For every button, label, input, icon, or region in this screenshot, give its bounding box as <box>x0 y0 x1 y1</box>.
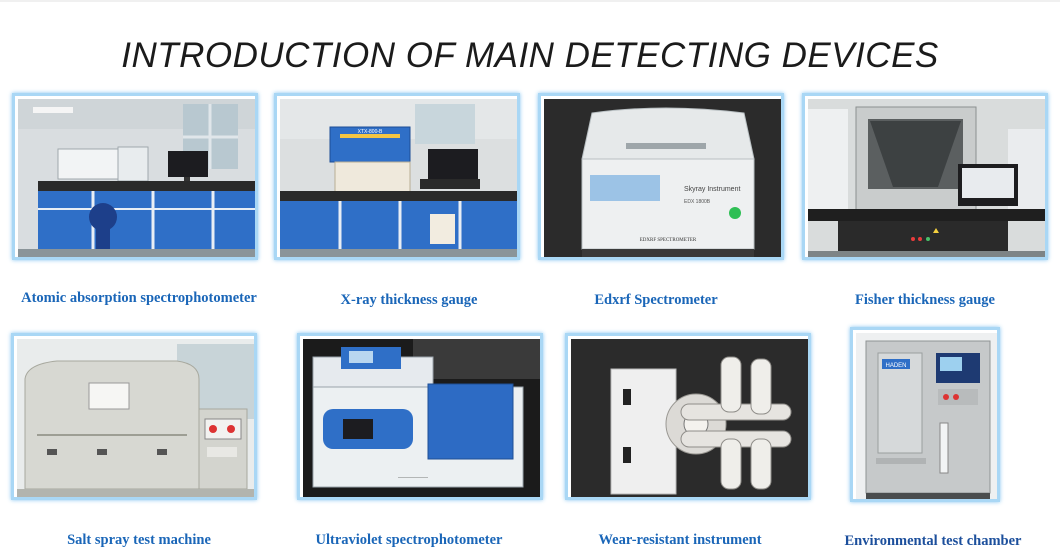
top-divider <box>0 0 1060 2</box>
front-label: EDXRF SPECTROMETER <box>640 238 697 243</box>
device-card-uv-spectro: —————— Ultraviolet spectrophotometer <box>270 330 548 557</box>
device-photo-frame <box>802 93 1048 260</box>
device-card-fisher: Fisher thickness gauge <box>790 90 1060 320</box>
device-card-salt-spray: Salt spray test machine <box>0 330 278 557</box>
wear-resistant-photo <box>571 339 808 497</box>
device-caption: Ultraviolet spectrophotometer <box>315 532 503 548</box>
device-caption: Atomic absorption spectrophotometer <box>21 290 257 306</box>
device-caption: X-ray thickness gauge <box>340 292 478 308</box>
environmental-chamber-photo: HADEN <box>856 333 997 499</box>
device-caption: Environmental test chamber <box>844 533 1022 549</box>
atomic-absorption-photo <box>18 99 255 257</box>
device-caption: Wear-resistant instrument <box>598 532 762 548</box>
device-photo-frame <box>12 93 258 260</box>
fisher-thickness-photo <box>808 99 1045 257</box>
uv-spectrophotometer-photo: —————— <box>303 339 540 497</box>
model-label: EDX 1800B <box>684 199 711 205</box>
device-card-edxrf: Skyray Instrument EDX 1800B EDXRF SPECTR… <box>528 90 784 320</box>
device-card-environmental: HADEN Environmental test chamber <box>806 327 1060 557</box>
salt-spray-photo <box>17 339 254 497</box>
brand-label: Skyray Instrument <box>684 186 740 193</box>
device-photo-frame: HADEN <box>850 327 1000 502</box>
device-photo-frame <box>11 333 257 500</box>
panel-label: XTX-800-B <box>358 129 383 135</box>
device-caption: Fisher thickness gauge <box>855 292 995 308</box>
edxrf-spectrometer-photo: Skyray Instrument EDX 1800B EDXRF SPECTR… <box>544 99 781 257</box>
svg-text:——————: —————— <box>398 475 428 481</box>
device-card-xray-thickness: XTX-800-B X-ray thickness gauge <box>270 90 548 320</box>
device-photo-frame: XTX-800-B <box>274 93 520 260</box>
device-caption: Salt spray test machine <box>67 532 211 548</box>
xray-thickness-photo: XTX-800-B <box>280 99 517 257</box>
device-photo-frame: Skyray Instrument EDX 1800B EDXRF SPECTR… <box>538 93 784 260</box>
chamber-brand-label: HADEN <box>885 363 906 369</box>
device-card-atomic-absorption: Atomic absorption spectrophotometer <box>0 90 278 320</box>
device-card-wear-resistant: Wear-resistant instrument <box>545 330 815 557</box>
device-caption: Edxrf Spectrometer <box>594 292 718 308</box>
device-photo-frame <box>565 333 811 500</box>
page-title: INTRODUCTION OF MAIN DETECTING DEVICES <box>121 36 939 75</box>
device-photo-frame: —————— <box>297 333 543 500</box>
